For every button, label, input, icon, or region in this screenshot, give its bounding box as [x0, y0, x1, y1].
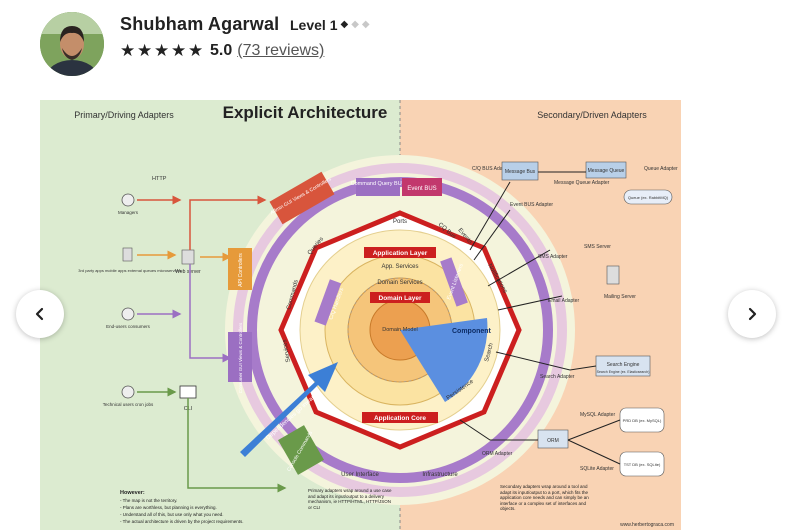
domain-layer-label: Domain Layer	[379, 295, 422, 302]
ports-label: Ports	[393, 219, 407, 225]
diagram-title: Explicit Architecture	[223, 103, 388, 122]
command-bus-label: Command Query BUS	[351, 181, 406, 187]
gallery-prev-button[interactable]	[16, 290, 64, 338]
dependencies-arrow	[240, 362, 338, 457]
svg-text:Managers: Managers	[118, 210, 139, 215]
svg-text:Mailing Server: Mailing Server	[604, 294, 636, 300]
rating-score: 5.0	[210, 42, 233, 59]
svg-text:Technical users cron jobs: Technical users cron jobs	[103, 402, 154, 407]
ring-label: Search	[484, 343, 495, 363]
ring-label: Services	[282, 339, 292, 363]
secondary-section-title: Secondary/Driven Adapters	[537, 110, 647, 120]
star-icon: ★	[137, 41, 153, 60]
diagram-notes: However: - The map is not the territory.…	[120, 490, 243, 524]
rating-stars: ★ ★ ★ ★ ★	[120, 41, 204, 60]
star-icon: ★	[188, 41, 204, 60]
seller-rating: ★ ★ ★ ★ ★ 5.0 (73 reviews)	[120, 42, 324, 60]
secondary-adapter-note: Secondary adapters wrap around a tool an…	[500, 484, 589, 511]
component-label: Component	[452, 328, 492, 335]
svg-text:SQLite Adapter: SQLite Adapter	[580, 466, 614, 472]
event-bus-label: Event BUS	[407, 186, 436, 192]
gallery-next-button[interactable]	[728, 290, 776, 338]
svg-text:Search Engine (ex. Elasticsear: Search Engine (ex. Elasticsearch)	[597, 370, 650, 374]
command-bus-box	[356, 178, 400, 196]
svg-text:ORM Adapter: ORM Adapter	[482, 451, 513, 457]
chevron-right-icon	[748, 307, 757, 321]
svg-text:Email Adapter: Email Adapter	[548, 298, 579, 304]
domain-services-label: Domain Services	[377, 280, 422, 286]
svg-text:However:: However:	[120, 490, 145, 496]
seller-avatar[interactable]	[40, 12, 104, 76]
star-icon: ★	[120, 41, 136, 60]
svg-text:Consumer GUI Views & Controlle: Consumer GUI Views & Controllers	[238, 322, 243, 393]
svg-text:API Controllers: API Controllers	[238, 253, 244, 287]
svg-text:- The map is not the territory: - The map is not the territory.	[120, 498, 177, 503]
svg-text:Message Bus: Message Bus	[505, 169, 536, 175]
app-layer-label: Application Layer	[373, 250, 428, 257]
level-diamond-empty-icon: ◆	[361, 19, 370, 30]
infrastructure-label: Infrastructure	[422, 472, 458, 478]
primary-section-title: Primary/Driving Adapters	[74, 110, 174, 120]
svg-text:MySQL Adapter: MySQL Adapter	[580, 412, 615, 418]
svg-text:C/Q BUS Adapter: C/Q BUS Adapter	[472, 166, 512, 172]
svg-text:ORM: ORM	[547, 438, 559, 444]
primary-adapter-note: Primary adapters wrap around a use case …	[308, 488, 392, 510]
svg-text:TST DB (ex. SQLite): TST DB (ex. SQLite)	[624, 462, 661, 467]
seller-level: Level 1 ◆ ◆ ◆	[290, 17, 370, 33]
svg-text:Queue Adapter: Queue Adapter	[644, 166, 678, 172]
svg-text:- Plans are worthless, but pla: - Plans are worthless, but planning is e…	[120, 505, 217, 510]
star-icon: ★	[171, 41, 187, 60]
svg-text:Event BUS Adapter: Event BUS Adapter	[510, 202, 553, 208]
svg-text:End-users consumers: End-users consumers	[106, 324, 151, 329]
app-services-label: App. Services	[381, 264, 418, 270]
svg-text:Message Queue Adapter: Message Queue Adapter	[554, 180, 610, 186]
svg-text:Search Adapter: Search Adapter	[540, 374, 575, 380]
svg-text:Message Queue: Message Queue	[588, 168, 625, 174]
domain-model-label: Domain Model	[382, 327, 417, 333]
seller-header: Shubham Agarwal Level 1 ◆ ◆ ◆ ★ ★ ★ ★ ★ …	[40, 12, 740, 76]
reviews-link[interactable]: (73 reviews)	[237, 42, 325, 59]
svg-text:PRD DB (ex. MySQL): PRD DB (ex. MySQL)	[623, 418, 662, 423]
svg-text:- Understand all of this, but: - Understand all of this, but use only w…	[120, 512, 224, 517]
svg-text:SMS Adapter: SMS Adapter	[538, 254, 568, 260]
seller-name[interactable]: Shubham Agarwal	[120, 14, 280, 34]
gallery-image: Explicit Architecture Primary/Driving Ad…	[40, 100, 681, 530]
svg-text:- The actual architecture is d: - The actual architecture is driven by t…	[120, 519, 243, 524]
star-icon: ★	[154, 41, 170, 60]
web-server-label: Web server	[175, 269, 201, 275]
app-core-label: Application Core	[374, 415, 426, 422]
level-diamond-empty-icon: ◆	[351, 19, 359, 30]
primary-actors: Managers 3rd party apps mobile apps exte…	[78, 193, 182, 407]
level-diamond-filled-icon: ◆	[340, 19, 349, 30]
component-wedge	[400, 318, 488, 402]
chevron-left-icon	[35, 307, 44, 321]
svg-text:3rd party apps mobile apps ext: 3rd party apps mobile apps external queu…	[78, 268, 181, 273]
user-interface-label: User Interface	[341, 472, 379, 478]
level-label: Level 1	[290, 17, 338, 33]
svg-text:SMS Server: SMS Server	[584, 244, 611, 250]
svg-text:Queue (ex. RabbitMQ): Queue (ex. RabbitMQ)	[628, 195, 669, 200]
http-label: HTTP	[152, 176, 167, 182]
event-bus-box	[402, 178, 442, 196]
credit-label: www.herbertograca.com	[620, 522, 674, 528]
svg-text:Search Engine: Search Engine	[607, 362, 640, 368]
